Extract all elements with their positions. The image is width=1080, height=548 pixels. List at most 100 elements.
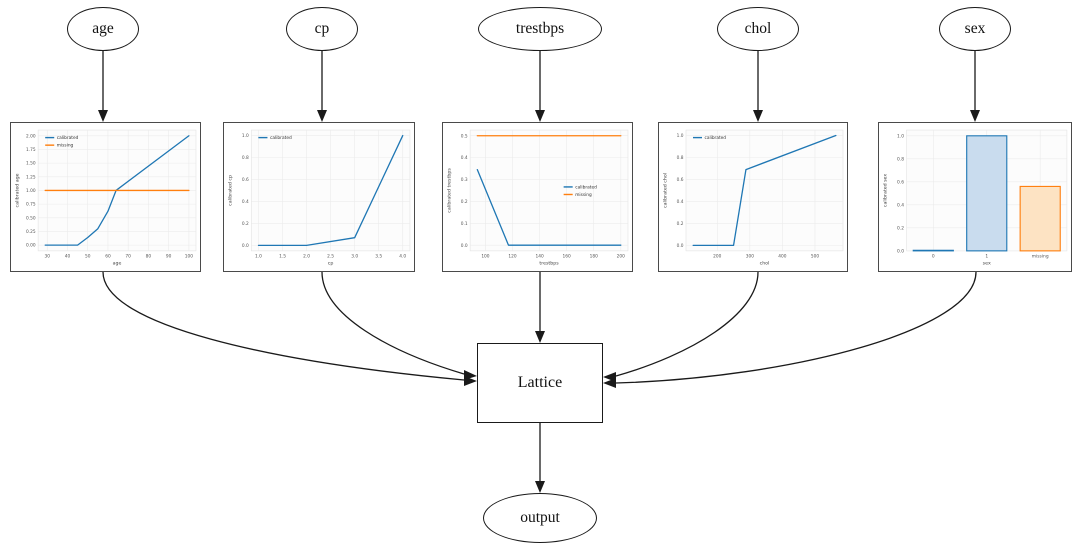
svg-text:0.6: 0.6 <box>242 177 249 183</box>
svg-text:0.2: 0.2 <box>242 221 249 227</box>
svg-text:chol: chol <box>760 260 770 266</box>
svg-text:age: age <box>113 261 122 266</box>
svg-text:0.0: 0.0 <box>242 243 249 249</box>
input-node-chol: chol <box>717 7 799 51</box>
input-node-sex-label: sex <box>964 20 986 37</box>
svg-text:70: 70 <box>125 253 131 259</box>
svg-text:40: 40 <box>65 253 71 259</box>
svg-text:0.0: 0.0 <box>897 249 904 255</box>
input-node-age: age <box>67 7 139 51</box>
svg-text:2.0: 2.0 <box>303 253 310 259</box>
svg-text:missing: missing <box>1032 253 1049 259</box>
edge-calibrator-cp-to-lattice <box>321 271 465 375</box>
lattice-node: Lattice <box>477 343 603 423</box>
svg-text:0.0: 0.0 <box>677 243 684 249</box>
svg-text:calibrated: calibrated <box>57 135 79 141</box>
output-node: output <box>483 493 597 543</box>
svg-text:300: 300 <box>746 253 754 259</box>
svg-text:0.3: 0.3 <box>461 177 468 183</box>
lattice-node-label: Lattice <box>517 374 563 391</box>
svg-text:90: 90 <box>166 253 172 259</box>
svg-text:0.4: 0.4 <box>242 199 249 205</box>
svg-text:120: 120 <box>508 253 516 259</box>
svg-text:3.0: 3.0 <box>351 253 358 259</box>
arrowhead <box>753 110 763 122</box>
svg-text:0.8: 0.8 <box>242 155 249 161</box>
svg-text:1.0: 1.0 <box>255 253 262 259</box>
edge-calibrator-sex-to-lattice <box>615 271 977 384</box>
svg-text:0.4: 0.4 <box>461 155 468 161</box>
arrowhead <box>603 378 616 388</box>
svg-text:0.1: 0.1 <box>461 221 468 227</box>
svg-text:calibrated: calibrated <box>705 135 727 141</box>
svg-text:100: 100 <box>185 253 193 259</box>
svg-text:0.6: 0.6 <box>897 179 904 185</box>
svg-text:1.25: 1.25 <box>26 174 36 180</box>
svg-text:0.50: 0.50 <box>26 215 36 221</box>
svg-text:80: 80 <box>146 253 152 259</box>
arrowhead <box>535 481 545 493</box>
svg-text:0.2: 0.2 <box>897 225 904 231</box>
svg-text:0.6: 0.6 <box>677 177 684 183</box>
input-node-sex: sex <box>939 7 1011 51</box>
svg-text:0.8: 0.8 <box>897 156 904 162</box>
svg-text:1.00: 1.00 <box>26 188 36 194</box>
svg-text:0.25: 0.25 <box>26 229 36 235</box>
arrowhead <box>317 110 327 122</box>
svg-text:0.5: 0.5 <box>461 133 468 139</box>
svg-text:0.2: 0.2 <box>677 221 684 227</box>
input-node-cp-label: cp <box>314 20 330 37</box>
svg-text:1.0: 1.0 <box>242 133 249 139</box>
svg-text:calibrated trestbps: calibrated trestbps <box>447 168 453 213</box>
svg-text:3.5: 3.5 <box>375 253 382 259</box>
svg-text:1.0: 1.0 <box>897 133 904 139</box>
svg-text:180: 180 <box>590 253 598 259</box>
edge-calibrator-chol-to-lattice <box>615 271 759 377</box>
svg-text:50: 50 <box>85 253 91 259</box>
svg-text:missing: missing <box>575 192 592 198</box>
svg-text:1.50: 1.50 <box>26 161 36 167</box>
svg-text:calibrated: calibrated <box>575 184 597 190</box>
svg-text:1.75: 1.75 <box>26 147 36 153</box>
svg-text:60: 60 <box>105 253 111 259</box>
svg-text:0.0: 0.0 <box>461 243 468 249</box>
input-node-age-label: age <box>92 20 114 37</box>
svg-text:200: 200 <box>617 253 625 259</box>
svg-text:calibrated chol: calibrated chol <box>663 173 669 208</box>
svg-text:200: 200 <box>713 253 721 259</box>
input-node-trestbps: trestbps <box>478 7 602 51</box>
svg-text:0.2: 0.2 <box>461 199 468 205</box>
svg-text:0.00: 0.00 <box>26 243 36 249</box>
svg-text:trestbps: trestbps <box>539 260 559 266</box>
svg-text:140: 140 <box>535 253 543 259</box>
arrowhead <box>98 110 108 122</box>
svg-text:0.4: 0.4 <box>677 199 684 205</box>
input-node-chol-label: chol <box>744 20 772 37</box>
svg-text:0.75: 0.75 <box>26 202 36 208</box>
input-node-cp: cp <box>286 7 358 51</box>
svg-text:sex: sex <box>983 261 991 266</box>
arrowhead <box>970 110 980 122</box>
svg-text:calibrated: calibrated <box>270 135 292 141</box>
svg-text:0: 0 <box>932 253 935 259</box>
svg-text:2.00: 2.00 <box>26 133 36 139</box>
arrowhead <box>535 331 545 343</box>
output-node-label: output <box>520 509 560 526</box>
svg-text:160: 160 <box>563 253 571 259</box>
svg-text:0.8: 0.8 <box>677 155 684 161</box>
input-node-trestbps-label: trestbps <box>515 20 565 37</box>
arrowhead <box>535 110 545 122</box>
svg-text:calibrated cp: calibrated cp <box>228 175 234 206</box>
svg-text:400: 400 <box>778 253 786 259</box>
svg-text:calibrated age: calibrated age <box>15 173 21 207</box>
svg-text:calibrated sex: calibrated sex <box>883 174 889 207</box>
